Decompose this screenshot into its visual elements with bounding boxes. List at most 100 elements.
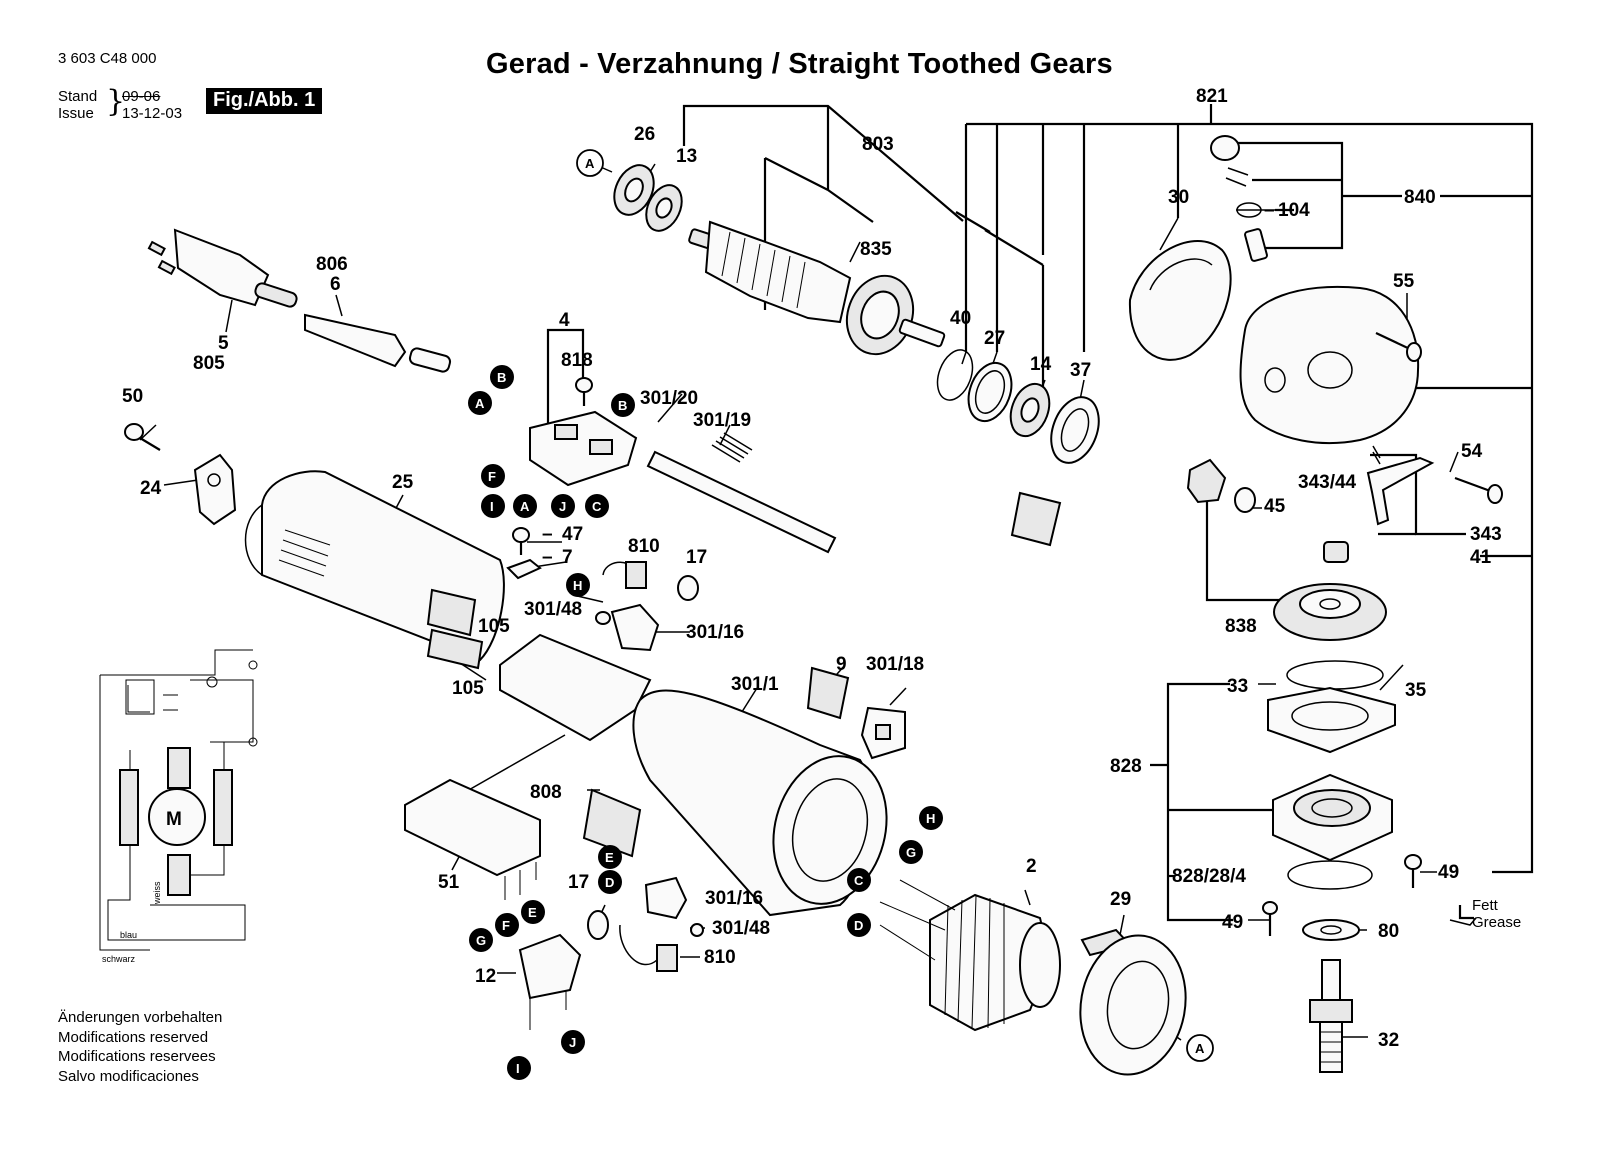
label-5: 5 (218, 333, 229, 354)
switch-51-part (404, 778, 541, 900)
label-12: 12 (475, 966, 496, 987)
bearing-flange-828-part (1272, 773, 1393, 890)
callout-i-2: I (516, 1061, 520, 1076)
spring-17-part (677, 575, 699, 601)
callout-c-2: C (854, 873, 864, 888)
lower-brush-holder-part (587, 876, 704, 972)
callout-a: A (475, 396, 485, 411)
wire-weiss: weiss (152, 881, 162, 905)
part-number: 3 603 C48 000 (58, 50, 157, 67)
gear-housing-part (1239, 285, 1420, 445)
label-9: 9 (836, 654, 847, 675)
bearing-26-part (613, 164, 655, 216)
switch-cap-301-18-part (860, 706, 906, 760)
grinding-spindle-32-part (1309, 959, 1353, 1073)
callout-b: B (497, 370, 506, 385)
label-104: 104 (1278, 200, 1310, 221)
label-105-b: 105 (452, 678, 484, 699)
screw-49a-part (1404, 854, 1422, 888)
wire-blau: blau (120, 930, 137, 940)
screw-55-part (1375, 332, 1422, 362)
motor-housing-301-1-part (582, 689, 888, 917)
label-9-part (806, 666, 850, 720)
label-828: 828 (1110, 756, 1142, 777)
stand-label: Stand (58, 88, 98, 105)
label-835: 835 (860, 239, 892, 260)
spring-washer-80-part (1302, 919, 1360, 941)
label-301-20: 301/20 (640, 388, 698, 409)
disclaimer-en: Modifications reserved (58, 1028, 209, 1046)
callout-d: D (605, 875, 614, 890)
label-17-b: 17 (568, 872, 589, 893)
label-55: 55 (1393, 271, 1415, 292)
label-54: 54 (1461, 441, 1483, 462)
label-838: 838 (1225, 616, 1257, 637)
disclaimer-de: Änderungen vorbehalten (58, 1009, 223, 1026)
motor-symbol: M (166, 809, 182, 830)
label-27: 27 (984, 328, 1005, 349)
callout-e: E (605, 850, 614, 865)
label-45: 45 (1264, 496, 1286, 517)
motor-housing-25-part (244, 470, 505, 670)
label-301-18: 301/18 (866, 654, 924, 675)
callout-a-outline-text: A (585, 156, 595, 171)
pinion-part (1186, 458, 1227, 504)
ring-33-part (1286, 660, 1384, 690)
label-25: 25 (392, 472, 414, 493)
callout-b-2: B (618, 398, 627, 413)
callout-g: G (476, 933, 486, 948)
callout-f: F (488, 469, 496, 484)
label-29: 29 (1110, 889, 1131, 910)
label-50: 50 (122, 386, 143, 407)
label-806: 806 (316, 254, 348, 275)
label-6: 6 (330, 274, 341, 295)
label-818: 818 (561, 350, 593, 371)
callout-d-2: D (854, 918, 863, 933)
bearing-13-part (645, 184, 683, 232)
callout-h-2: H (926, 811, 935, 826)
label-343: 343 (1470, 524, 1502, 545)
label-51: 51 (438, 872, 460, 893)
brush-810-part (602, 561, 647, 589)
callout-i: I (490, 499, 494, 514)
label-7: 7 (562, 547, 573, 568)
label-810-b: 810 (704, 947, 736, 968)
ring-27-part (967, 361, 1013, 423)
label-301-16-a: 301/16 (686, 622, 744, 643)
callout-a-outline-2-text: A (1195, 1041, 1205, 1056)
armature-part (688, 220, 946, 356)
figure-label: Fig./Abb. 1 (206, 88, 323, 114)
dash-47: – (542, 524, 553, 545)
label-13: 13 (676, 146, 697, 167)
callout-h: H (573, 578, 582, 593)
label-30: 30 (1168, 187, 1189, 208)
label-35: 35 (1405, 680, 1427, 701)
field-coil-2-part (879, 879, 1061, 1032)
bearing-holder-37-part (1050, 396, 1100, 464)
label-24: 24 (140, 478, 162, 499)
switch-plate-part (499, 633, 652, 742)
grease-label-de: Fett (1472, 897, 1499, 914)
callout-j: J (559, 499, 566, 514)
label-803: 803 (862, 134, 894, 155)
switch-rod-301-20-part (646, 450, 837, 554)
lock-lever-343-part (1366, 445, 1435, 526)
bevel-gear-838-part (1273, 583, 1387, 641)
wire-schwarz: schwarz (102, 954, 136, 964)
label-301-16-b: 301/16 (705, 888, 763, 909)
label-33: 33 (1227, 676, 1248, 697)
plate-24-part (193, 453, 237, 526)
label-80: 80 (1378, 921, 1399, 942)
screw-49b-part (1262, 901, 1278, 936)
issue-date: 13-12-03 (122, 105, 183, 122)
label-41: 41 (1470, 547, 1492, 568)
suppressor-12-part (518, 933, 582, 1030)
stand-issue-labels: Stand Issue (58, 88, 97, 122)
spring-301-19-part (711, 432, 753, 463)
label-17-a: 17 (686, 547, 707, 568)
label-2: 2 (1026, 856, 1037, 877)
label-49-a: 49 (1438, 862, 1459, 883)
label-105-a: 105 (478, 616, 510, 637)
callout-j-2: J (569, 1035, 576, 1050)
